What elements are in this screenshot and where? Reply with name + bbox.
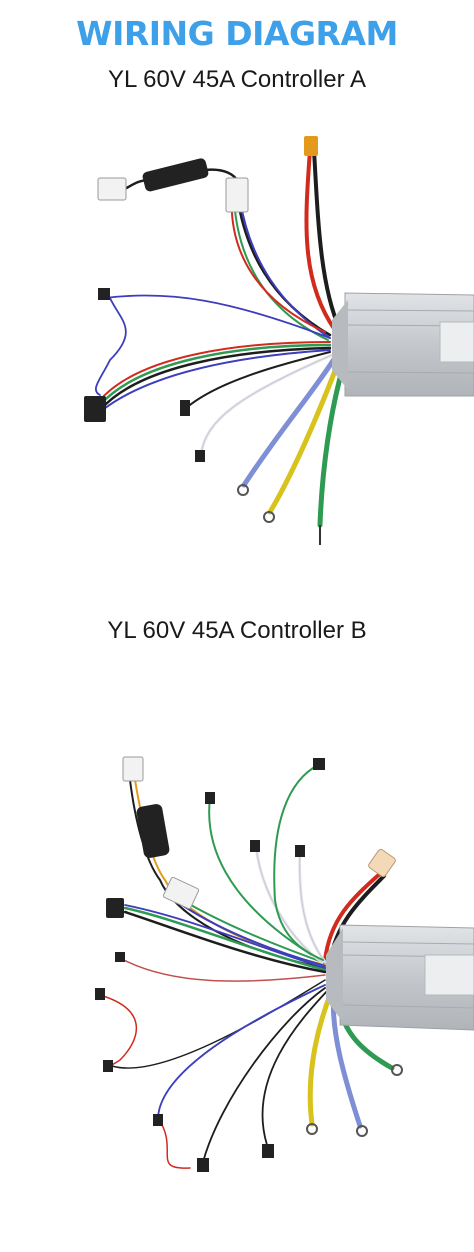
controller-a-body <box>332 292 474 397</box>
small-connector-icon-b2 <box>95 988 105 1000</box>
controller-a-subtitle: YL 60V 45A Controller A <box>108 66 366 93</box>
small-connector-icon-b10 <box>313 758 325 770</box>
ring-terminal-icon <box>237 484 249 496</box>
controller-a-connectors <box>84 136 321 545</box>
ring-terminal-icon-b2 <box>356 1125 368 1137</box>
controller-b-label-icon <box>424 954 474 996</box>
small-connector-icon-b7 <box>205 792 215 804</box>
controller-b-subtitle: YL 60V 45A Controller B <box>107 617 367 644</box>
white-plug-icon <box>97 177 127 201</box>
small-black-connector-icon-2 <box>180 400 190 416</box>
controller-b-wires <box>99 764 395 1169</box>
inline-module-icon-b <box>136 804 170 858</box>
white-connector-icon-b <box>162 876 200 910</box>
small-connector-icon-b1 <box>115 952 125 962</box>
inline-module-icon <box>142 158 209 192</box>
controller-b-body <box>326 924 474 1031</box>
xt-connector-icon <box>304 136 318 156</box>
small-connector-icon-b3 <box>103 1060 113 1072</box>
small-connector-icon-b4 <box>153 1114 163 1126</box>
multipin-connector-icon-b <box>106 898 124 918</box>
white-plug-icon-b <box>122 756 144 782</box>
white-connector-icon <box>225 177 249 213</box>
controller-a-label-icon <box>439 321 474 363</box>
controller-a-wires <box>95 148 348 528</box>
page-title: WIRING DIAGRAM <box>76 14 398 53</box>
power-connector-icon-b <box>368 848 396 878</box>
controller-b-connectors <box>95 756 403 1172</box>
small-connector-icon-b9 <box>295 845 305 857</box>
small-black-connector-icon-3 <box>195 450 205 462</box>
multipin-black-connector-icon <box>84 396 106 422</box>
controller-a-photo <box>84 136 474 545</box>
ring-terminal-icon-b3 <box>391 1064 403 1076</box>
small-connector-icon-b5 <box>197 1158 209 1172</box>
ring-terminal-icon-2 <box>263 511 275 523</box>
small-connector-icon-b8 <box>250 840 260 852</box>
ring-terminal-icon-b1 <box>306 1123 318 1135</box>
small-black-connector-icon <box>98 288 110 300</box>
controller-b-photo <box>95 756 474 1172</box>
small-connector-icon-b6 <box>262 1144 274 1158</box>
